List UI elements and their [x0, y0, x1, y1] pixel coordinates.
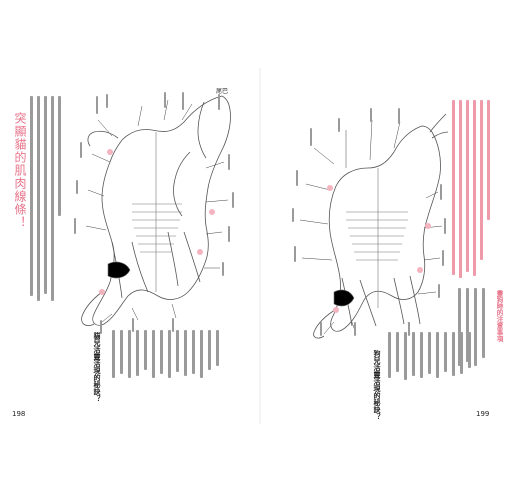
left-caption-text	[108, 330, 248, 380]
right-pink-heading: 畫狗時的注意事項	[495, 290, 503, 342]
left-page-number: 198	[12, 410, 26, 418]
right-caption-text	[388, 332, 508, 382]
cat-skeleton-illustration	[81, 95, 231, 326]
left-intro-text	[30, 96, 64, 306]
dog-anatomy-labels	[290, 108, 450, 340]
dog-skeleton-illustration	[299, 113, 449, 339]
right-subhead: 狗兒活靈活現的秘訣？	[373, 350, 381, 420]
book-gutter	[259, 68, 261, 424]
right-intro-text	[452, 100, 492, 280]
cat-anatomy-labels	[72, 92, 240, 336]
left-page-title: 突顯貓的肌肉線條！	[13, 112, 27, 229]
left-subhead: 貓兒活靈活現的秘訣？	[93, 332, 101, 402]
right-page-number: 199	[476, 410, 490, 418]
tail-label: 尾巴	[216, 88, 229, 95]
right-tips-text	[458, 288, 492, 368]
